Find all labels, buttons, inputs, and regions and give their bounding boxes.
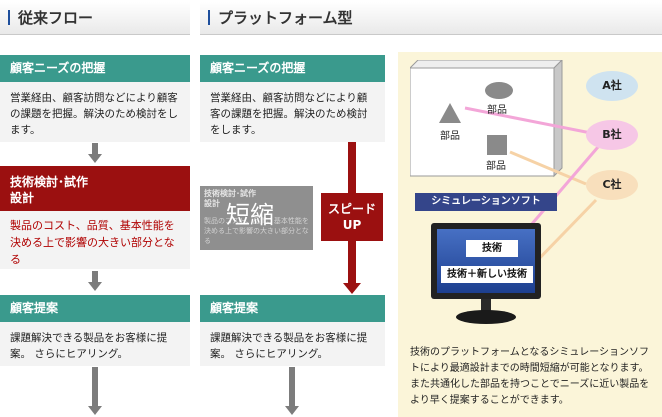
left-proposal-desc: 課題解決できる製品をお客様に提案。 さらにヒアリング。	[0, 322, 190, 366]
header-conventional: 従来フロー	[0, 2, 190, 35]
speed-up-badge: スピード UP	[321, 193, 383, 241]
ghost-tech-box: 技術検討･試作 設計 製品のコスト、品質、基本性能を決める上で影響の大きい部分と…	[200, 186, 313, 250]
company-c-circle: C社	[586, 170, 638, 200]
header-platform: プラットフォーム型	[200, 2, 662, 35]
arrow-shaft	[92, 367, 98, 407]
monitor-screen	[437, 229, 535, 293]
arrow-head	[88, 154, 102, 163]
arrow-shaft	[92, 143, 98, 155]
arrow-shaft	[289, 367, 295, 407]
arrow-shaft	[92, 271, 98, 283]
connection-lines	[464, 106, 600, 269]
right-proposal-title: 顧客提案	[200, 295, 385, 322]
part-ellipse-shape	[485, 82, 513, 99]
shorten-label: 短縮	[226, 201, 274, 229]
monitor-stand	[456, 310, 516, 324]
monitor-line-2: 技術＋新しい技術	[441, 266, 533, 283]
left-tech-box	[0, 211, 190, 269]
monitor-neck	[481, 299, 491, 311]
left-needs-title: 顧客ニーズの把握	[0, 55, 190, 82]
right-proposal-desc: 課題解決できる製品をお客様に提案。 さらにヒアリング。	[200, 322, 385, 366]
arrow-head	[88, 282, 102, 291]
part-label-ellipse: 部品	[487, 105, 507, 116]
company-b-circle: B社	[586, 120, 638, 150]
part-label-square: 部品	[486, 161, 506, 172]
monitor-line-1: 技術	[466, 240, 518, 257]
part-triangle-shape	[439, 103, 461, 123]
header-bar	[8, 10, 10, 25]
ghost-tech-desc: 製品のコスト、品質、基本性能を決める上で影響の大きい部分となる	[204, 217, 309, 245]
left-needs-desc: 営業経由、顧客訪問などにより顧客の課題を把握。解決のため検討をします。	[0, 82, 190, 142]
diagram-description: 技術のプラットフォームとなるシミュレーションソフトにより最適設計までの時間短縮が…	[410, 347, 650, 406]
part-label-triangle: 部品	[440, 131, 460, 142]
right-needs-title: 顧客ニーズの把握	[200, 55, 385, 82]
arrow-head	[285, 406, 299, 415]
company-a-circle: A社	[586, 71, 638, 101]
ghost-tech-title: 技術検討･試作 設計	[204, 189, 256, 208]
right-needs-desc: 営業経由、顧客訪問などにより顧客の課題を把握。解決のため検討をします。	[200, 82, 385, 142]
simulation-software-label: シミュレーションソフト	[415, 193, 557, 211]
arrow-head	[88, 406, 102, 415]
left-tech-title: 技術検討･試作 設計	[0, 166, 190, 211]
header-conventional-label: 従来フロー	[18, 9, 94, 27]
left-proposal-title: 顧客提案	[0, 295, 190, 322]
header-bar	[208, 10, 210, 25]
left-tech-desc: 製品のコスト、品質、基本性能を決める上で影響の大きい部分となる	[10, 219, 175, 266]
part-square-shape	[487, 135, 507, 155]
speed-arrow-head	[343, 283, 361, 294]
header-platform-label: プラットフォーム型	[218, 9, 353, 27]
